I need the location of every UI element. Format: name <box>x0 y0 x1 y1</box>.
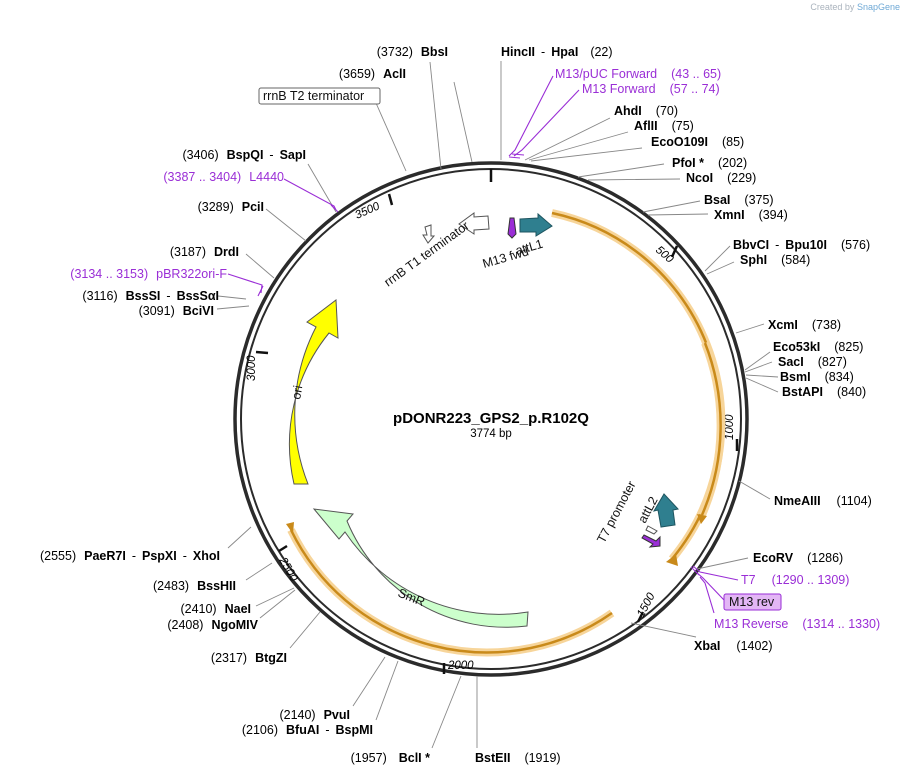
site-pvui: (2140)PvuI <box>279 708 350 722</box>
orf-arc-bottom-glow <box>287 528 615 657</box>
orf-arc-inner <box>700 342 722 516</box>
site-aflii: AflII(75) <box>634 119 694 133</box>
primer-m13-reverse: M13 Reverse(1314 .. 1330) <box>714 617 880 631</box>
site-eco53ki: Eco53kI(825) <box>773 340 863 354</box>
site-xmni: XmnI(394) <box>714 208 788 222</box>
rrnb-t2-label: rrnB T2 terminator <box>263 89 364 103</box>
attL1-feature[interactable] <box>519 212 553 237</box>
tick-500 <box>670 245 679 258</box>
m13-rev-box[interactable] <box>723 593 782 611</box>
site-bcivi: (3091)BciVI <box>139 304 214 318</box>
t7-promoter-feature[interactable] <box>641 534 661 548</box>
site-bspqi-sapi: (3406)BspQI-SapI <box>182 148 306 162</box>
site-xcmi: XcmI(738) <box>768 318 841 332</box>
orf-arc-bottom-head <box>286 522 294 534</box>
snapgene-credit: Created by SnapGene <box>810 2 900 12</box>
smr-label: SmR <box>396 586 427 609</box>
t7-promoter-label: T7 promoter <box>594 479 638 546</box>
ori-feature[interactable] <box>288 299 339 485</box>
site-bcli: (1957)BclI * <box>351 751 431 765</box>
site-bsteii: BstEII(1919) <box>475 751 561 765</box>
site-bstapi: BstAPI(840) <box>782 385 866 399</box>
primer-m13-puc-forward: M13/pUC Forward(43 .. 65) <box>555 67 721 81</box>
credit-prefix: Created by <box>810 2 855 12</box>
tick-2500 <box>278 544 288 553</box>
t7-primer-mark <box>645 525 658 535</box>
site-drdi: (3187)DrdI <box>170 245 239 259</box>
orf-arc-outer-head <box>666 554 678 566</box>
site-bbsi: (3732)BbsI <box>377 45 448 59</box>
site-bfuai-bspmi: (2106)BfuAI-BspMI <box>242 723 373 737</box>
site-paer7i-pspxi-xhoi: (2555)PaeR7I-PspXI-XhoI <box>40 549 220 563</box>
site-bsssi-bsssai: (3116)BssSI-BssSαI <box>82 289 219 303</box>
primer-leaders <box>227 75 739 614</box>
site-bsmi: BsmI(834) <box>780 370 854 384</box>
m13-fwd-feature[interactable] <box>507 217 517 239</box>
tick-label-3000: 3000 <box>246 355 258 381</box>
tick-label-2500: 2500 <box>276 555 300 585</box>
tick-3500 <box>387 193 394 206</box>
ori-label: ori <box>289 384 305 400</box>
orf-arc-inner-head <box>697 514 707 524</box>
plasmid-length: 3774 bp <box>470 428 512 440</box>
site-bbvci-bpu10i: BbvCI-Bpu10I(576) <box>733 238 870 252</box>
site-ahdi: AhdI(70) <box>614 104 678 118</box>
tick-label-3500: 3500 <box>353 200 382 222</box>
attL2-feature[interactable] <box>652 493 679 528</box>
primer-l4440: (3387 .. 3404)L4440 <box>163 170 284 184</box>
site-saci: SacI(827) <box>778 355 847 369</box>
rrnb-t2-feature[interactable] <box>422 224 436 244</box>
leader-lines <box>216 61 779 749</box>
site-ngomiv: (2408)NgoMIV <box>167 618 258 632</box>
site-ncoi: NcoI(229) <box>686 171 756 185</box>
site-xbai: XbaI(1402) <box>694 639 773 653</box>
tick-1500 <box>636 611 645 623</box>
site-hincii-hpai: HincII-HpaI(22) <box>501 45 613 59</box>
snapgene-logo: SnapGene <box>856 2 900 12</box>
backbone-outer <box>233 161 749 677</box>
rrnb-t1-feature[interactable] <box>458 212 490 235</box>
site-ecorv: EcoRV(1286) <box>753 551 843 565</box>
m13-rev-label: M13 rev <box>729 595 775 609</box>
plasmid-name: pDONR223_GPS2_p.R102Q <box>393 410 589 427</box>
site-nmeaiii: NmeAIII(1104) <box>774 494 872 508</box>
orf-arc-bottom <box>289 529 613 654</box>
tick-label-2000: 2000 <box>447 660 474 672</box>
smr-feature[interactable] <box>312 508 529 628</box>
primer-pbr322ori-f: (3134 .. 3153)pBR322ori-F <box>70 267 227 281</box>
tick-3000 <box>255 350 269 355</box>
primer-m13-forward: M13 Forward(57 .. 74) <box>582 82 720 96</box>
primer-t7: T7(1290 .. 1309) <box>741 573 849 587</box>
rrnb-t2-box[interactable] <box>258 87 381 105</box>
tick-label-1000: 1000 <box>724 414 736 440</box>
site-eco0109i: EcoO109I(85) <box>651 135 744 149</box>
site-bsai: BsaI(375) <box>704 193 774 207</box>
site-acli: (3659)AclI <box>339 67 406 81</box>
site-btgzi: (2317)BtgZI <box>211 651 287 665</box>
site-naei: (2410)NaeI <box>180 602 251 616</box>
site-bsshii: (2483)BssHII <box>153 579 236 593</box>
site-pcii: (3289)PciI <box>198 200 264 214</box>
site-sphi: SphI(584) <box>740 253 810 267</box>
site-pfoi: PfoI *(202) <box>672 156 747 170</box>
